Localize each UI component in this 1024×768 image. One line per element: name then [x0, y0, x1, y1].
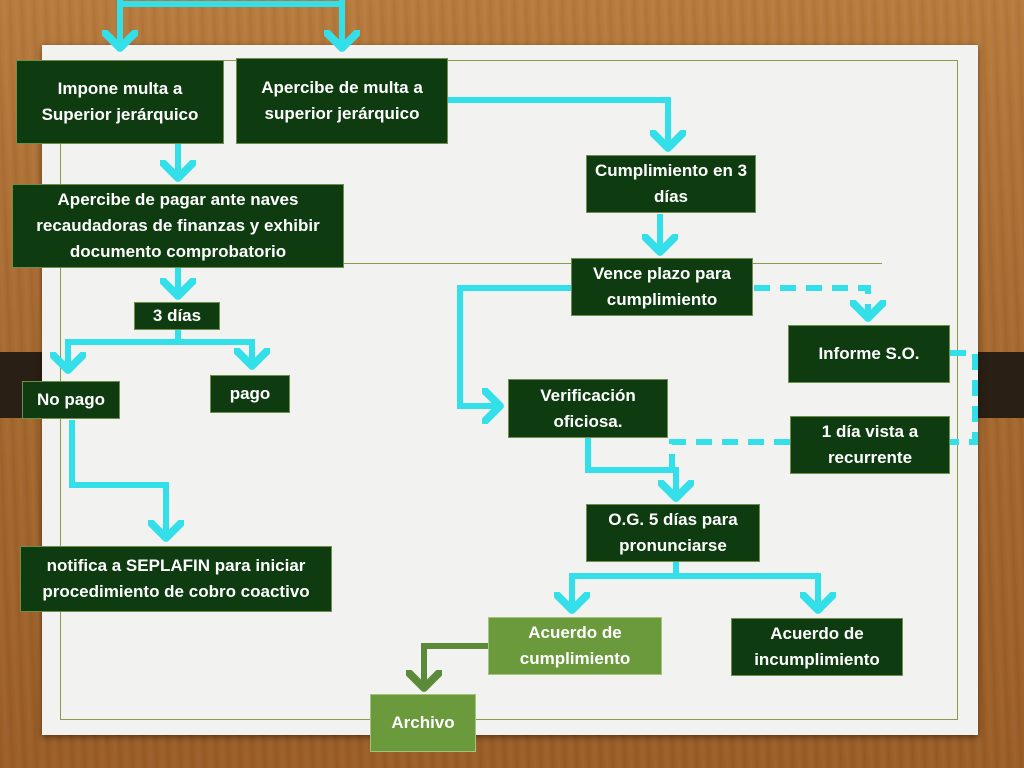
node-impone-multa: Impone multa a Superior jerárquico — [16, 60, 224, 144]
node-no-pago: No pago — [22, 381, 120, 419]
node-vence-plazo: Vence plazo para cumplimiento — [571, 258, 753, 316]
node-notifica-seplafin: notifica a SEPLAFIN para iniciar procedi… — [20, 546, 332, 612]
arrow-to-archivo — [424, 643, 488, 688]
arrow-to-acuerdo-incumplimiento — [676, 573, 818, 610]
node-impone-multa-label: Impone multa a Superior jerárquico — [41, 79, 199, 124]
connector-top-bracket — [117, 0, 345, 7]
node-acuerdo-cumplimiento-label: Acuerdo de cumplimiento — [519, 623, 631, 668]
arrow-to-cumplimiento — [448, 97, 668, 148]
dashed-vista-to-og — [669, 439, 790, 472]
node-vista-recurrente-label: 1 día vista a recurrente — [821, 422, 919, 467]
node-notifica-seplafin-label: notifica a SEPLAFIN para iniciar procedi… — [42, 556, 310, 601]
node-apercibe-multa: Apercibe de multa a superior jerárquico — [236, 58, 448, 144]
node-informe-so-label: Informe S.O. — [818, 344, 920, 363]
node-archivo: Archivo — [370, 694, 476, 752]
node-apercibe-multa-label: Apercibe de multa a superior jerárquico — [261, 78, 423, 123]
node-cumplimiento-label: Cumplimiento en 3 días — [594, 161, 748, 206]
dashed-informe-to-vista — [950, 350, 978, 445]
node-archivo-label: Archivo — [391, 713, 455, 732]
dashed-to-informe — [754, 285, 868, 318]
node-apercibe-pagar-label: Apercibe de pagar ante naves recaudadora… — [36, 190, 320, 261]
node-verificacion: Verificación oficiosa. — [508, 379, 668, 438]
node-cumplimiento: Cumplimiento en 3 días — [586, 155, 756, 213]
arrow-to-og — [585, 438, 676, 498]
arrow-to-pago — [178, 339, 252, 366]
node-tres-dias: 3 días — [134, 302, 220, 330]
node-acuerdo-incumplimiento-label: Acuerdo de incumplimiento — [754, 624, 880, 669]
node-acuerdo-incumplimiento: Acuerdo de incumplimiento — [731, 618, 903, 676]
node-og-cinco-dias-label: O.G. 5 días para pronunciarse — [608, 510, 738, 555]
arrow-to-notifica — [69, 420, 166, 538]
node-acuerdo-cumplimiento: Acuerdo de cumplimiento — [488, 617, 662, 675]
arrow-to-verificacion — [457, 285, 571, 406]
connector-tres-dias-split — [68, 330, 181, 370]
node-vence-plazo-label: Vence plazo para cumplimiento — [593, 264, 731, 309]
paper-divider-line — [42, 263, 882, 264]
node-no-pago-label: No pago — [37, 390, 105, 409]
node-tres-dias-label: 3 días — [152, 306, 202, 325]
node-informe-so: Informe S.O. — [788, 325, 950, 383]
node-pago-label: pago — [229, 384, 271, 403]
node-pago: pago — [210, 375, 290, 413]
node-apercibe-pagar: Apercibe de pagar ante naves recaudadora… — [12, 184, 344, 268]
connector-og-split — [572, 562, 679, 610]
node-verificacion-label: Verificación oficiosa. — [540, 385, 636, 431]
node-vista-recurrente: 1 día vista a recurrente — [790, 416, 950, 474]
node-og-cinco-dias: O.G. 5 días para pronunciarse — [586, 504, 760, 562]
